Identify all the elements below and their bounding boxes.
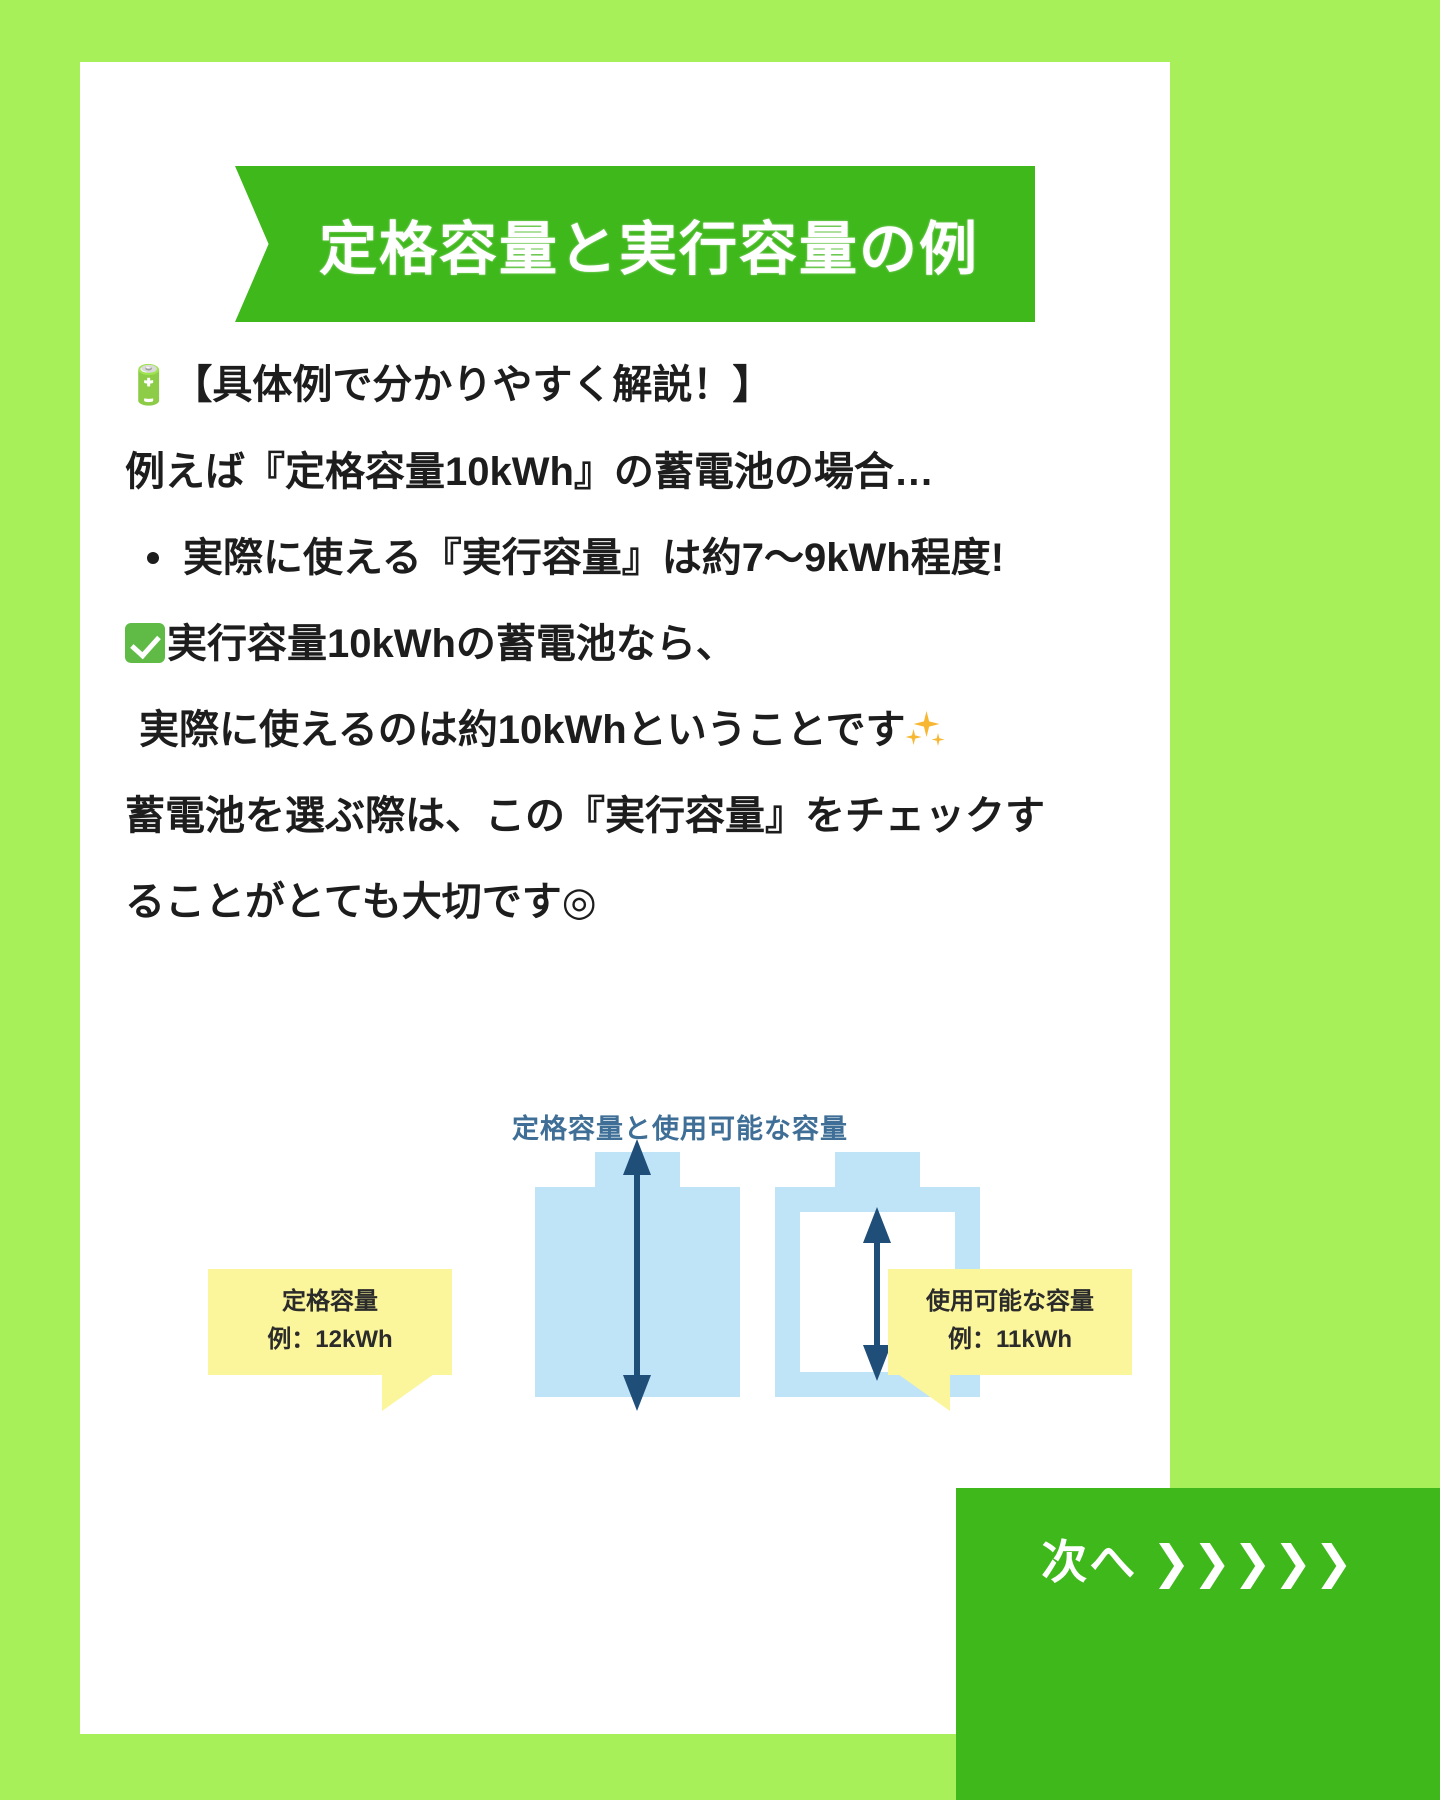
callout-rated-label: 定格容量 [282,1288,378,1315]
body-line-1-text: 【具体例で分かりやすく解説！】 [172,363,773,407]
body-line-6: ることがとても大切です◎ [125,859,1135,945]
content-card: 定格容量と実行容量の例 🔋【具体例で分かりやすく解説！】 例えば『定格容量10k… [80,62,1170,1734]
next-button-label: 次へ ❯❯❯❯❯ [1041,1536,1355,1588]
callout-usable-label: 使用可能な容量 [926,1288,1094,1315]
body-line-4: 実際に使えるのは約10kWhということです [125,687,1135,773]
page-title: 定格容量と実行容量の例 [318,217,979,282]
body-line-1: 🔋【具体例で分かりやすく解説！】 [125,342,1135,429]
body-line-3-text: 実行容量10kWhの蓄電池なら、 [167,622,736,666]
body-line-2: 例えば『定格容量10kWh』の蓄電池の場合… [125,429,1135,515]
body-line-5-text: 蓄電池を選ぶ際は、この『実行容量』をチェックす [125,794,1045,838]
title-banner: 定格容量と実行容量の例 [235,166,1035,322]
body-bullet-1: 実際に使える『実行容量』は約7〜9kWh程度! [125,515,1135,601]
body-line-6-text: ることがとても大切です◎ [125,880,597,924]
capacity-diagram: 定格容量と使用可能な容量 定格容量 例：12kWh [200,1077,1160,1497]
callout-rated-capacity: 定格容量 例：12kWh [208,1269,452,1375]
diagram-title: 定格容量と使用可能な容量 [512,1114,848,1144]
callout-usable-capacity: 使用可能な容量 例：11kWh [888,1269,1132,1375]
body-line-2-text: 例えば『定格容量10kWh』の蓄電池の場合… [125,450,934,494]
sparkles-icon [905,709,948,751]
callout-usable-value: 例：11kWh [947,1326,1073,1353]
body-line-3: 実行容量10kWhの蓄電池なら、 [125,601,1135,687]
body-line-4-text: 実際に使えるのは約10kWhということです [139,708,906,752]
check-mark-icon [125,623,165,663]
rated-capacity-arrow [623,1139,651,1411]
callout-rated-tail [382,1367,444,1411]
body-line-5: 蓄電池を選ぶ際は、この『実行容量』をチェックす [125,773,1135,859]
next-button[interactable]: 次へ ❯❯❯❯❯ [956,1488,1440,1800]
callout-rated-value: 例：12kWh [267,1326,393,1353]
body-copy: 🔋【具体例で分かりやすく解説！】 例えば『定格容量10kWh』の蓄電池の場合… … [125,342,1135,945]
usable-capacity-arrow [863,1207,891,1381]
battery-icon: 🔋 [125,365,173,407]
banner-shape: 定格容量と実行容量の例 [235,166,1035,322]
bullet-dot-icon [147,552,159,564]
body-bullet-1-text: 実際に使える『実行容量』は約7〜9kWh程度! [183,536,1005,580]
callout-usable-tail [888,1367,950,1411]
